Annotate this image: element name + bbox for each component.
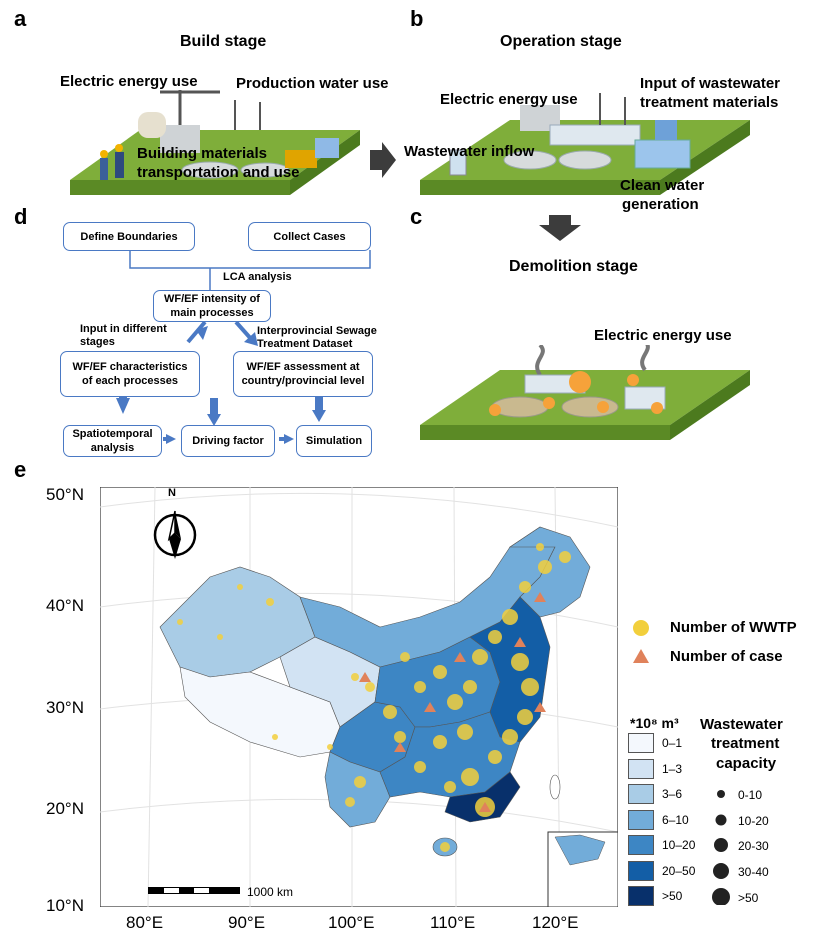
lat-label-20: 20°N bbox=[46, 799, 84, 818]
capacity-class-label: 3–6 bbox=[662, 787, 683, 801]
operation-clean-label-1: Clean water bbox=[620, 177, 705, 194]
capacity-class-swatch bbox=[628, 860, 654, 881]
arrow-down-icon bbox=[539, 215, 581, 241]
north-arrow-label: N bbox=[168, 487, 176, 499]
characteristics-box: WF/EF characteristics of each processes bbox=[60, 351, 200, 397]
characteristics-line-2: of each processes bbox=[82, 375, 178, 387]
lon-label-100: 100°E bbox=[328, 913, 375, 932]
build-materials-label-2: transportation and use bbox=[137, 164, 300, 181]
demolition-stage-title: Demolition stage bbox=[509, 258, 638, 275]
size-label-1: 0-10 bbox=[738, 788, 763, 802]
panel-label-e: e bbox=[14, 457, 27, 482]
panel-label-c: c bbox=[410, 204, 423, 229]
lon-label-110: 110°E bbox=[430, 913, 476, 932]
capacity-class-label: 10–20 bbox=[662, 838, 696, 852]
capacity-class-row: 20–50 bbox=[628, 860, 703, 882]
operation-stage-illustration bbox=[420, 93, 750, 195]
capacity-class-swatch bbox=[628, 835, 654, 855]
flowchart-connectors bbox=[116, 250, 371, 444]
size-legend-circles bbox=[712, 790, 730, 905]
size-label-4: 30-40 bbox=[738, 865, 769, 879]
capacity-class-swatch bbox=[628, 809, 654, 830]
demolition-electric-label: Electric energy use bbox=[594, 327, 732, 344]
lon-label-120: 120°E bbox=[532, 913, 579, 932]
capacity-class-row: 3–6 bbox=[628, 783, 703, 805]
capacity-class-swatch bbox=[628, 733, 654, 753]
capacity-unit: *10⁸ m³ bbox=[630, 715, 679, 731]
build-materials-label-1: Building materials bbox=[137, 145, 268, 162]
operation-inputs-label-1: Input of wastewater bbox=[640, 75, 781, 92]
build-stage-illustration bbox=[70, 90, 360, 195]
build-stage-title: Build stage bbox=[180, 33, 267, 50]
case-legend-icon bbox=[633, 649, 649, 663]
dataset-label-1: Interprovincial Sewage bbox=[257, 325, 377, 337]
operation-stage-title: Operation stage bbox=[500, 33, 622, 50]
dataset-label-2: Treatment Dataset bbox=[257, 338, 353, 350]
input-stages-label-1: Input in different bbox=[80, 323, 167, 335]
size-label-5: >50 bbox=[738, 891, 759, 905]
operation-clean-label-2: generation bbox=[622, 196, 699, 213]
assessment-line-1: WF/EF assessment at bbox=[246, 361, 360, 373]
build-electric-label: Electric energy use bbox=[60, 73, 198, 90]
panel-label-b: b bbox=[410, 6, 424, 31]
assessment-box: WF/EF assessment at country/provincial l… bbox=[233, 351, 373, 397]
china-map bbox=[100, 487, 618, 907]
capacity-class-swatch bbox=[628, 784, 654, 804]
capacity-class-label: 20–50 bbox=[662, 863, 696, 878]
characteristics-line-1: WF/EF characteristics bbox=[72, 361, 188, 373]
capacity-title-3: capacity bbox=[716, 755, 777, 772]
panel-label-a: a bbox=[14, 6, 27, 31]
lat-label-50: 50°N bbox=[46, 485, 84, 504]
lat-label-10: 10°N bbox=[46, 896, 84, 915]
capacity-class-row: 1–3 bbox=[628, 758, 703, 780]
capacity-class-label: 6–10 bbox=[662, 812, 689, 827]
operation-inputs-label-2: treatment materials bbox=[640, 94, 779, 111]
size-label-2: 10-20 bbox=[738, 814, 769, 828]
intensity-line-1: WF/EF intensity of bbox=[164, 293, 260, 305]
collect-cases-box: Collect Cases bbox=[248, 222, 371, 251]
wwtp-legend-icon bbox=[633, 620, 649, 636]
spatiotemporal-line-2: analysis bbox=[90, 442, 135, 454]
capacity-class-label: 0–1 bbox=[662, 736, 683, 750]
lat-label-40: 40°N bbox=[46, 596, 84, 615]
capacity-class-row: 6–10 bbox=[628, 809, 703, 831]
simulation-box: Simulation bbox=[296, 425, 372, 457]
arrow-right-icon bbox=[370, 142, 396, 178]
capacity-class-label: 1–3 bbox=[662, 761, 683, 776]
intensity-box: WF/EF intensity of main processes bbox=[153, 290, 271, 322]
build-water-label: Production water use bbox=[236, 75, 389, 92]
driving-factor-box: Driving factor bbox=[181, 425, 275, 457]
lca-analysis-label: LCA analysis bbox=[223, 271, 292, 283]
assessment-line-2: country/provincial level bbox=[241, 375, 365, 387]
legend-wwtp-label: Number of WWTP bbox=[670, 619, 797, 636]
lon-label-90: 90°E bbox=[228, 913, 266, 932]
spatiotemporal-box: Spatiotemporal analysis bbox=[63, 425, 162, 457]
capacity-class-swatch bbox=[628, 886, 654, 906]
capacity-title-1: Wastewater bbox=[700, 716, 783, 733]
scale-bar-label: 1000 km bbox=[247, 885, 294, 899]
operation-inflow-label: Wastewater inflow bbox=[404, 143, 535, 160]
operation-electric-label: Electric energy use bbox=[440, 91, 578, 108]
capacity-class-swatch bbox=[628, 758, 654, 779]
define-boundaries-box: Define Boundaries bbox=[63, 222, 195, 251]
spatiotemporal-line-1: Spatiotemporal bbox=[72, 428, 153, 440]
capacity-title-2: treatment bbox=[711, 735, 780, 752]
capacity-class-label: >50 bbox=[662, 889, 683, 903]
demolition-stage-illustration bbox=[420, 345, 750, 440]
capacity-class-row: >50 bbox=[628, 885, 703, 907]
capacity-class-row: 10–20 bbox=[628, 834, 703, 856]
intensity-line-2: main processes bbox=[170, 307, 254, 319]
lat-label-30: 30°N bbox=[46, 698, 84, 717]
capacity-class-row: 0–1 bbox=[628, 732, 703, 754]
legend-symbols bbox=[633, 620, 649, 663]
size-label-3: 20-30 bbox=[738, 839, 769, 853]
legend-case-label: Number of case bbox=[670, 648, 783, 665]
lon-label-80: 80°E bbox=[126, 913, 164, 932]
panel-label-d: d bbox=[14, 204, 28, 229]
input-stages-label-2: stages bbox=[80, 336, 115, 348]
